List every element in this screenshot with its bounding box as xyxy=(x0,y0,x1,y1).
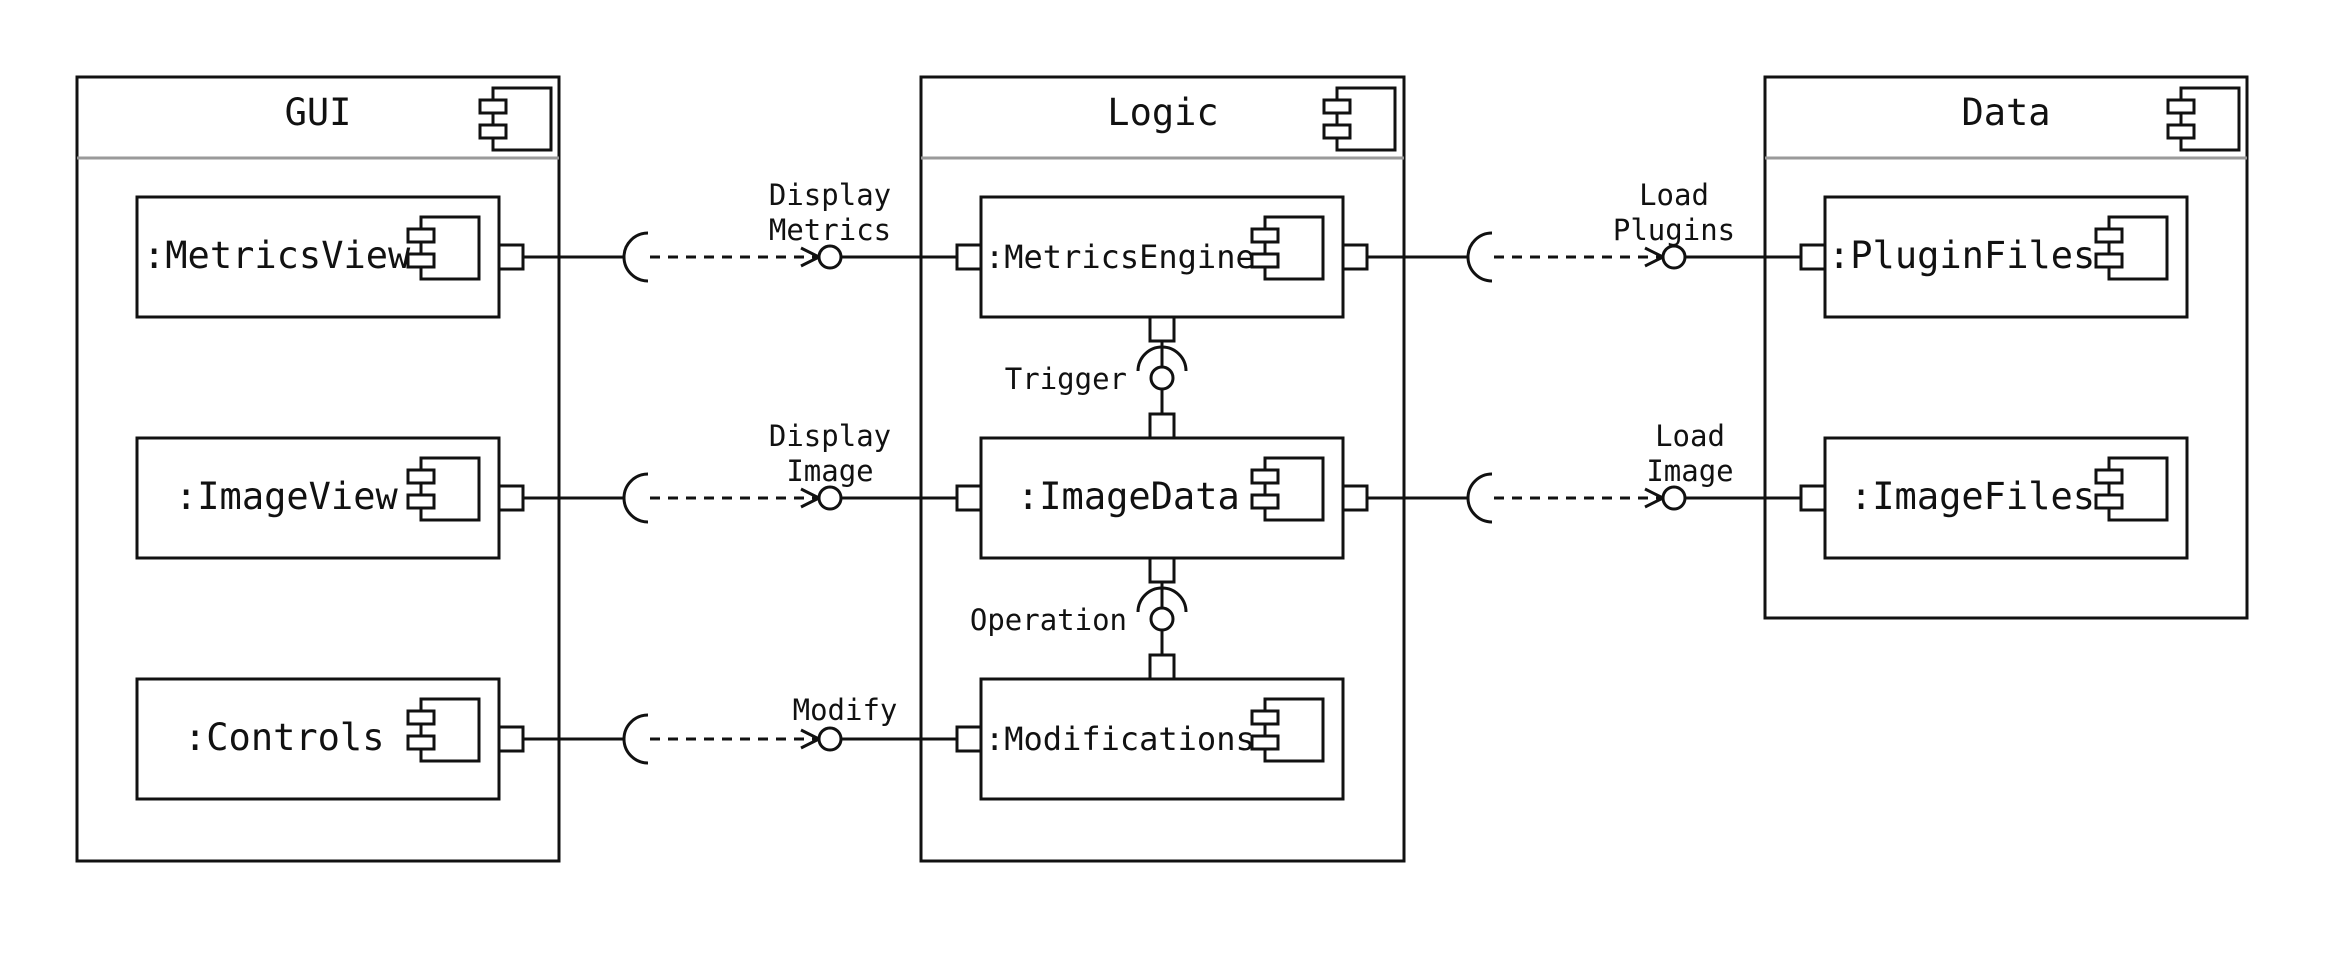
interface-label: Operation xyxy=(970,603,1127,637)
interface-label: Image xyxy=(786,454,873,488)
package-gui-title: GUI xyxy=(285,91,352,134)
provided-interface-lollipop xyxy=(817,485,843,511)
interface-label: Plugins xyxy=(1613,213,1735,247)
component-controls: :Controls xyxy=(135,677,501,801)
component-metrics-engine: :MetricsEngine xyxy=(979,195,1345,319)
component-label: :MetricsView xyxy=(143,234,411,277)
port xyxy=(1341,243,1369,271)
required-interface-socket xyxy=(1466,472,1493,524)
component-label: :ImageView xyxy=(175,475,398,518)
port xyxy=(1799,243,1827,271)
connector-display-metrics: Display Metrics xyxy=(497,178,983,283)
interface-label: Load xyxy=(1655,419,1725,453)
port xyxy=(1148,315,1176,343)
required-interface-socket xyxy=(622,231,649,283)
port xyxy=(1799,484,1827,512)
component-image-view: :ImageView xyxy=(135,436,501,560)
port xyxy=(497,243,525,271)
provided-interface-lollipop xyxy=(1661,244,1687,270)
port xyxy=(1341,484,1369,512)
connector-trigger: Trigger xyxy=(1005,315,1188,440)
component-plugin-files: :PluginFiles xyxy=(1823,195,2189,319)
interface-label: Display xyxy=(769,419,891,453)
required-interface-socket xyxy=(1466,231,1493,283)
required-interface-socket xyxy=(622,713,649,765)
port xyxy=(1148,653,1176,681)
provided-interface-lollipop xyxy=(817,726,843,752)
connector-modify: Modify xyxy=(497,693,983,765)
port xyxy=(955,243,983,271)
connector-load-image: Load Image xyxy=(1341,419,1827,524)
interface-label: Metrics xyxy=(769,213,891,247)
port xyxy=(1148,556,1176,584)
component-image-data: :ImageData xyxy=(979,436,1345,560)
component-label: :PluginFiles xyxy=(1828,234,2095,277)
interface-label: Load xyxy=(1639,178,1709,212)
port xyxy=(1148,412,1176,440)
provided-interface-lollipop xyxy=(1661,485,1687,511)
component-label: :Modifications xyxy=(985,720,1255,758)
connector-load-plugins: Load Plugins xyxy=(1341,178,1827,283)
interface-label: Image xyxy=(1646,454,1733,488)
component-label: :MetricsEngine xyxy=(985,238,1255,276)
port xyxy=(497,484,525,512)
connector-operation: Operation xyxy=(970,556,1188,681)
component-modifications: :Modifications xyxy=(979,677,1345,801)
port xyxy=(955,484,983,512)
required-interface-socket xyxy=(1136,345,1188,372)
component-label: :Controls xyxy=(184,716,384,759)
connector-display-image: Display Image xyxy=(497,419,983,524)
component-label: :ImageData xyxy=(1017,475,1240,518)
component-image-files: :ImageFiles xyxy=(1823,436,2189,560)
component-metrics-view: :MetricsView xyxy=(135,195,501,319)
component-label: :ImageFiles xyxy=(1850,475,2095,518)
interface-label: Display xyxy=(769,178,891,212)
interface-label: Modify xyxy=(793,693,898,727)
package-logic-title: Logic xyxy=(1107,91,1218,134)
port xyxy=(497,725,525,753)
provided-interface-lollipop xyxy=(1149,365,1175,391)
required-interface-socket xyxy=(1136,586,1188,613)
port xyxy=(955,725,983,753)
provided-interface-lollipop xyxy=(817,244,843,270)
package-data-title: Data xyxy=(1961,91,2050,134)
provided-interface-lollipop xyxy=(1149,606,1175,632)
interface-label: Trigger xyxy=(1005,362,1127,396)
required-interface-socket xyxy=(622,472,649,524)
